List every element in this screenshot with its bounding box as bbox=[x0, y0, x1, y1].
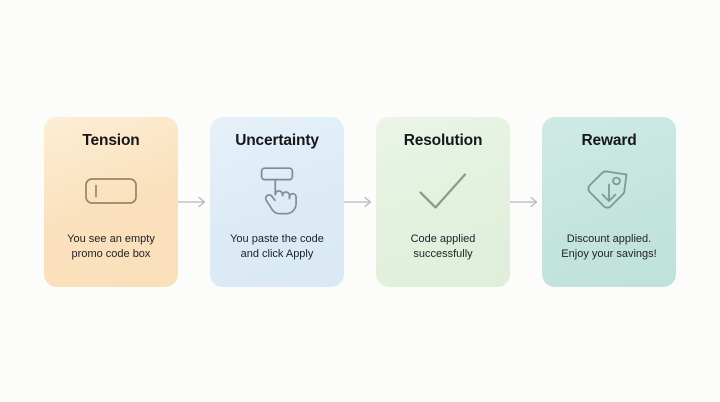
discount-tag-arrow-icon bbox=[584, 165, 634, 217]
step-flow-row: Tension You see an empty promo code box … bbox=[44, 116, 676, 287]
step-card-reward[interactable]: Reward Discount applied. Enjoy your savi… bbox=[542, 116, 676, 287]
hand-tap-button-icon bbox=[254, 165, 300, 217]
step-caption-reward: Discount applied. Enjoy your savings! bbox=[561, 232, 657, 260]
step-title-uncertainty: Uncertainty bbox=[235, 131, 319, 149]
empty-input-field-icon bbox=[83, 165, 139, 217]
step-title-tension: Tension bbox=[82, 131, 140, 149]
step-caption-uncertainty: You paste the code and click Apply bbox=[230, 232, 324, 260]
step-title-resolution: Resolution bbox=[403, 131, 483, 149]
arrow-tension-to-uncertainty bbox=[178, 190, 210, 214]
step-caption-tension: You see an empty promo code box bbox=[67, 232, 155, 260]
arrow-resolution-to-reward bbox=[510, 190, 542, 214]
step-title-reward: Reward bbox=[581, 131, 637, 149]
step-caption-resolution: Code applied successfully bbox=[410, 232, 476, 260]
step-card-resolution[interactable]: Resolution Code applied successfully bbox=[376, 116, 510, 287]
arrow-uncertainty-to-resolution bbox=[344, 190, 376, 214]
step-card-tension[interactable]: Tension You see an empty promo code box bbox=[44, 116, 178, 287]
checkmark-icon bbox=[416, 165, 470, 217]
step-card-uncertainty[interactable]: Uncertainty You paste the code and click… bbox=[210, 116, 344, 287]
